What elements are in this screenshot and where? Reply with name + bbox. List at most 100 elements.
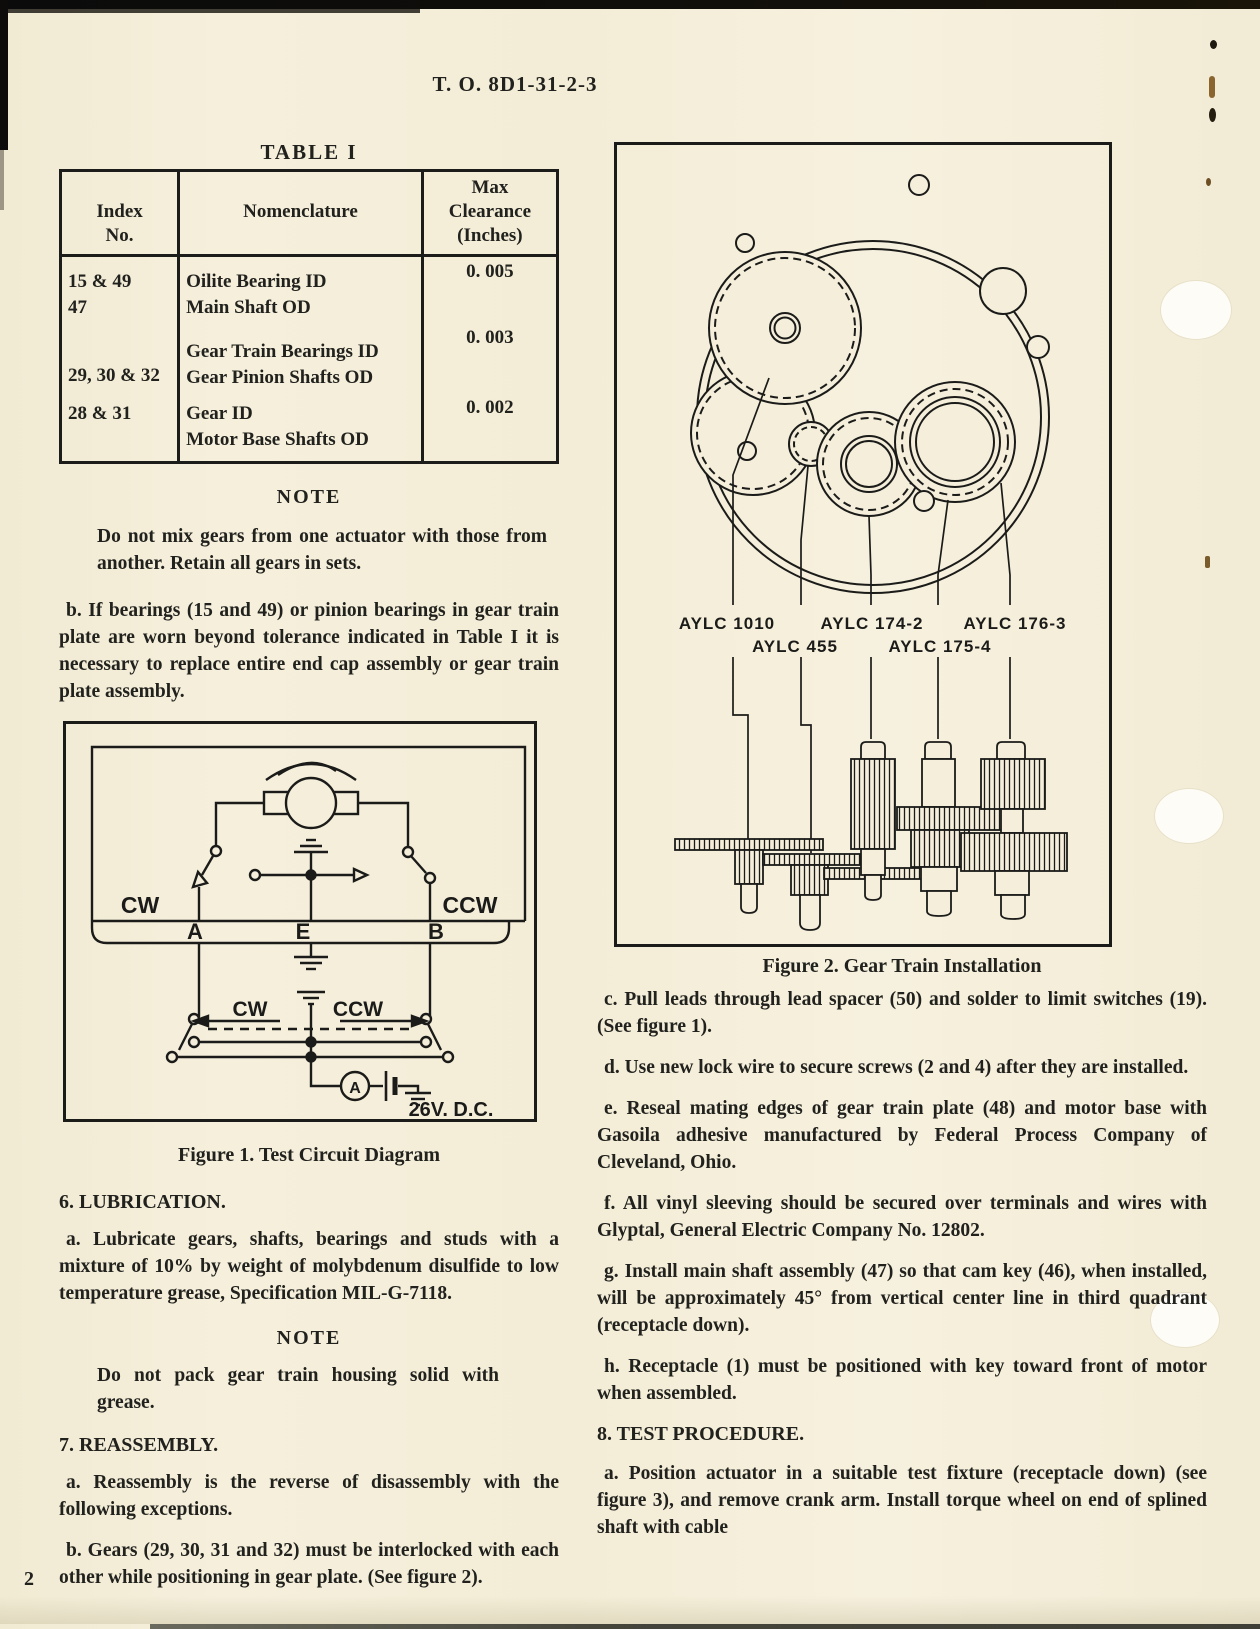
cw-lower-label: CW	[233, 998, 268, 1021]
table-header-row: Index No. Nomenclature Max Clearance (In…	[60, 170, 558, 257]
clearance-table: Index No. Nomenclature Max Clearance (In…	[59, 169, 559, 464]
leader-line	[732, 377, 770, 605]
scan-edge-top	[0, 0, 1260, 9]
gear-pitch-circle	[901, 388, 1009, 496]
col-header-nomenclature: Nomenclature	[178, 170, 424, 257]
ammeter-label: A	[349, 1080, 361, 1097]
col-header-clearance: Max Clearance (Inches)	[422, 170, 558, 257]
knurled-gear	[980, 758, 1046, 810]
terminal-e-label: E	[296, 919, 311, 944]
leader-line	[732, 657, 749, 839]
wire-right	[358, 801, 410, 847]
junction-dot	[305, 1051, 317, 1063]
gear-bore	[915, 402, 995, 482]
paragraph-h: h. Receptacle (1) must be positioned wit…	[597, 1356, 1207, 1404]
pinion-base	[860, 848, 886, 876]
terminal-a-label: A	[187, 919, 203, 944]
ccw-arrowhead	[410, 1014, 430, 1028]
contact-circle	[441, 1050, 455, 1064]
section6-heading: 6. LUBRICATION.	[59, 1191, 226, 1213]
binder-hole	[1154, 788, 1224, 844]
housing-rounded-bottom	[90, 921, 511, 945]
left-column: TABLE I Index No. Nomenclature Max Clear…	[59, 140, 559, 1591]
contact-circle	[187, 1035, 201, 1049]
gear-hub	[790, 864, 829, 896]
cell-index: 15 & 49 47	[60, 255, 181, 323]
note-heading: NOTE	[276, 1327, 342, 1349]
leader-line	[1000, 482, 1011, 605]
pinion-cap	[924, 741, 952, 760]
gear-shaft	[740, 883, 758, 914]
bolt-hole	[908, 174, 930, 196]
contact-circle	[165, 1050, 179, 1064]
motor-icon	[284, 776, 338, 830]
wiper-end-circle	[248, 868, 262, 882]
scan-edge-left-fade	[0, 150, 4, 210]
limit-switch-pivot	[419, 1012, 433, 1026]
gear-hub	[734, 849, 764, 885]
scan-speck	[1210, 40, 1217, 49]
figure1-caption: Figure 1. Test Circuit Diagram	[177, 1144, 441, 1166]
paragraph-g: g. Install main shaft assembly (47) so t…	[597, 1261, 1207, 1336]
switch-blade	[200, 855, 215, 876]
note-heading: NOTE	[276, 486, 342, 508]
scan-speck	[1205, 556, 1210, 568]
bolt-hole	[735, 233, 755, 253]
limit-switch-pivot	[187, 1012, 201, 1026]
limit-switch-blade	[426, 1023, 443, 1051]
section8-heading: 8. TEST PROCEDURE.	[597, 1423, 805, 1445]
paragraph-7a: a. Reassembly is the reverse of disassem…	[59, 1472, 559, 1520]
technical-order-number: T. O. 8D1-31-2-3	[432, 72, 598, 96]
table-title: TABLE I	[260, 140, 358, 164]
table-row: 29, 30 & 32 Gear Train Bearings ID Gear …	[60, 323, 558, 393]
switch-contact-arrow	[191, 869, 210, 889]
scan-edge-left	[0, 0, 8, 150]
switch-blade	[410, 855, 427, 874]
plate-hole	[979, 267, 1027, 315]
wide-gear	[960, 832, 1068, 872]
leader-line	[800, 465, 809, 605]
gear-train-drawing: AYLC 1010 AYLC 174-2 AYLC 176-3 AYLC 455…	[674, 174, 1068, 931]
part-label: AYLC 174-2	[821, 614, 924, 633]
scan-speck	[1209, 76, 1215, 98]
gear-shaft	[1000, 894, 1026, 920]
gear-hub	[769, 312, 801, 344]
paragraph-8a: a. Position actuator in a suitable test …	[597, 1463, 1207, 1538]
gear-bore	[909, 396, 1001, 488]
scan-speck	[1206, 178, 1211, 186]
col-header-index: Index No.	[60, 170, 181, 257]
gear-hub	[840, 435, 898, 493]
knurled-pinion	[850, 758, 896, 850]
motor-arc-inner-icon	[277, 761, 337, 776]
gear-hub	[773, 316, 797, 340]
paragraph-e: e. Reseal mating edges of gear train pla…	[597, 1098, 1207, 1173]
part-label: AYLC 455	[752, 637, 838, 656]
right-column: AYLC 1010 AYLC 174-2 AYLC 176-3 AYLC 455…	[597, 142, 1207, 1541]
pinion-cap	[860, 741, 886, 760]
cell-nomenclature: Gear ID Motor Base Shafts OD	[178, 393, 424, 463]
gear-hub	[845, 440, 893, 488]
paragraph-f: f. All vinyl sleeving should be secured …	[597, 1193, 1207, 1241]
junction-dot	[305, 1036, 317, 1048]
pinion-neck	[921, 758, 956, 808]
table-row: 28 & 31 Gear ID Motor Base Shafts OD 0. …	[60, 393, 558, 463]
contact-circle	[419, 1035, 433, 1049]
binder-hole	[1150, 1292, 1220, 1348]
terminal-b-label: B	[428, 919, 444, 944]
paragraph-7b: b. Gears (29, 30, 31 and 32) must be int…	[59, 1540, 559, 1588]
gear-shaft	[926, 890, 952, 917]
paragraph-c: c. Pull leads through lead spacer (50) a…	[597, 989, 1207, 1037]
pinion-base	[920, 866, 958, 892]
cell-index: 28 & 31	[60, 393, 181, 463]
supply-voltage-label: 26V. D.C.	[409, 1099, 494, 1119]
figure1-test-circuit: CW CCW A E B CW CCW A 26V. D.C.	[63, 721, 537, 1122]
scan-edge-bottom	[150, 1624, 1260, 1629]
cell-nomenclature: Gear Train Bearings ID Gear Pinion Shaft…	[178, 323, 424, 393]
wire-to-ground	[398, 1084, 420, 1092]
paragraph-6a: a. Lubricate gears, shafts, bearings and…	[59, 1229, 559, 1304]
leader-line	[868, 515, 872, 605]
ccw-label: CCW	[443, 892, 498, 918]
motor-arc-icon	[265, 762, 357, 781]
test-circuit-diagram: CW CCW A E B CW CCW A 26V. D.C.	[90, 745, 527, 1121]
